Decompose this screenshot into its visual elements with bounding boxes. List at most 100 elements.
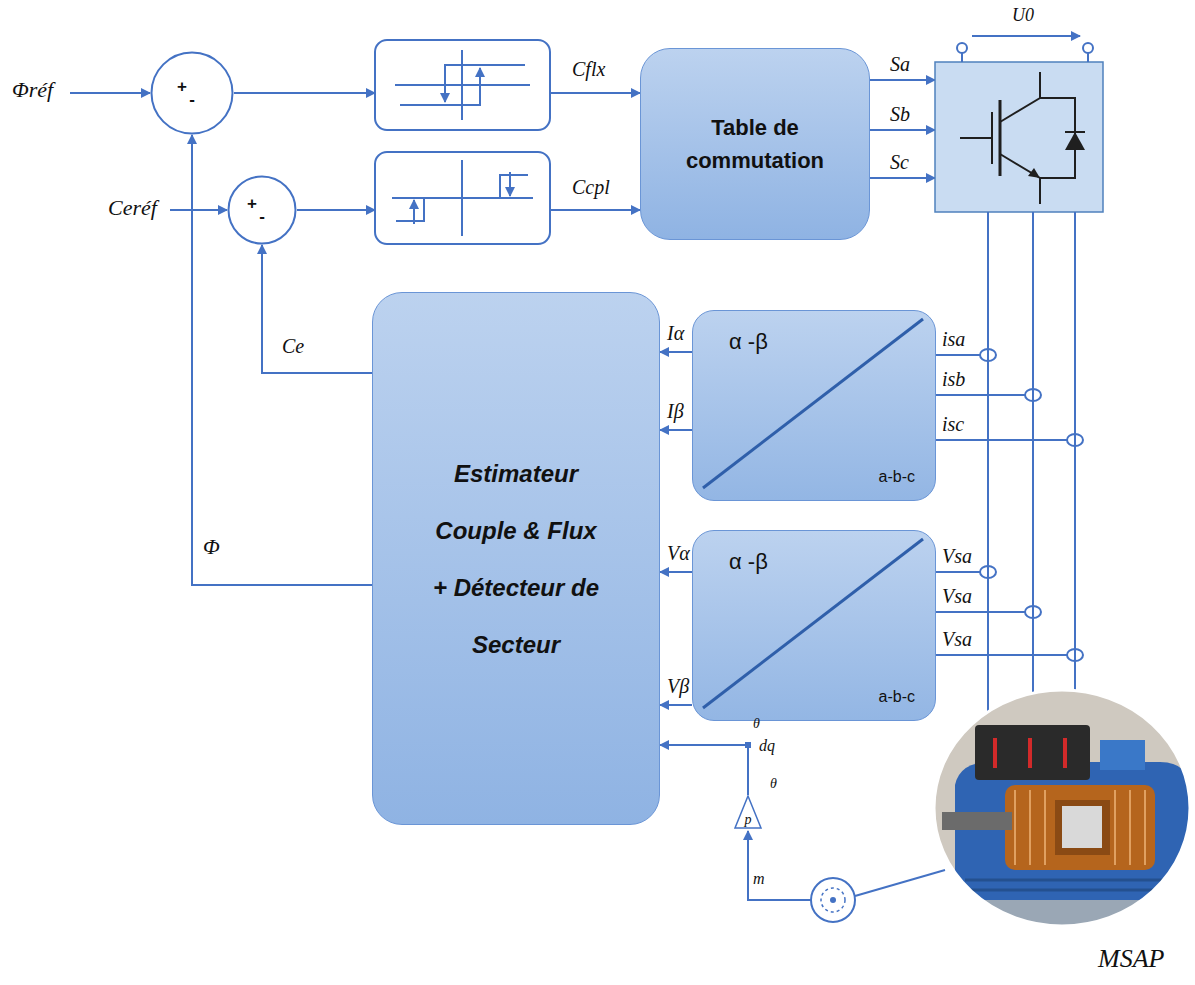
motor-illustration (1015, 790, 1145, 865)
signal-label: Vβ (667, 675, 689, 697)
motor-illustration (993, 738, 997, 768)
sensor-taps (930, 571, 980, 573)
inverter-block (1028, 168, 1040, 178)
input-wires (234, 92, 375, 94)
label-holder: isb (942, 368, 965, 390)
label-holder: dq (759, 737, 775, 755)
node-text: - (189, 91, 195, 108)
sensor-taps (930, 654, 1067, 656)
sensor-taps (1067, 649, 1083, 661)
encoder (811, 870, 945, 922)
inverter-block (991, 112, 993, 164)
label-holder: Vsa (942, 585, 972, 607)
signal-connector (660, 429, 692, 431)
motor-illustration (930, 685, 1195, 935)
motor-illustration (1063, 738, 1067, 768)
edge-label-holder: Φ (203, 535, 220, 559)
transform-block: α -β a-b-c (692, 530, 936, 721)
label-holder: θ (753, 716, 760, 731)
sensor-taps (1025, 606, 1041, 618)
switching-table: Table de commutation (640, 48, 870, 240)
signal-label: Iβ (667, 400, 684, 422)
inverter-block (1000, 154, 1040, 204)
dc-voltage-marker (957, 36, 1093, 62)
input-wires (870, 177, 935, 179)
encoder (830, 897, 836, 903)
dc-voltage-marker (1083, 43, 1093, 53)
label-holder: Vsa (942, 545, 972, 567)
label-holder: MSAP (1098, 945, 1164, 974)
node-text: + (177, 78, 187, 95)
sensor-taps (1025, 389, 1041, 401)
inverter-block (935, 62, 1103, 212)
position-wire (748, 831, 811, 900)
dc-voltage-marker (1087, 53, 1089, 62)
label-holder: Sc (890, 151, 909, 173)
dc-voltage-marker (972, 35, 1080, 37)
sensor-taps (930, 439, 1067, 441)
hysteresis-torque (509, 172, 511, 196)
sensor-taps (1067, 434, 1083, 446)
label-holder: Ceréf (108, 196, 157, 220)
label-holder: Cflx (572, 58, 605, 80)
signal-connector (192, 135, 372, 585)
signal-label: isc (942, 413, 964, 435)
signal-label: dq (759, 737, 775, 755)
signal-label: Ce (282, 335, 304, 357)
sensor-taps (930, 354, 980, 356)
node-text: α -β (729, 549, 768, 575)
input-wires (297, 209, 375, 211)
sensor-taps (930, 349, 1083, 661)
label-holder: θ (770, 776, 777, 791)
input-wires (170, 209, 227, 211)
motor-illustration (1014, 790, 1016, 865)
edge-label-holder: Ce (282, 335, 304, 357)
motor-illustration (965, 880, 1185, 890)
hysteresis-torque (413, 200, 415, 224)
label-holder: Sb (890, 103, 910, 125)
sensor-taps (980, 566, 996, 578)
motor-illustration (1129, 790, 1131, 865)
signal-label: Iα (667, 322, 684, 344)
sensor-taps (930, 611, 1025, 613)
inverter-block (960, 137, 992, 139)
input-wires (550, 92, 640, 94)
position-wire (748, 831, 811, 900)
signal-label: U0 (1012, 6, 1034, 26)
hysteresis-flux (375, 40, 550, 130)
node-text: - (259, 208, 265, 225)
inverter-block (1000, 72, 1040, 122)
motor-wires (988, 212, 1075, 740)
node-outline (229, 177, 296, 244)
label-holder: Sa (890, 53, 910, 75)
hysteresis-torque (375, 152, 550, 244)
motor-illustration (1055, 800, 1110, 855)
estimator-block: Estimateur Couple & Flux + Détecteur de … (372, 292, 660, 825)
node-text: a-b-c (879, 688, 915, 706)
motor-illustration (1100, 740, 1145, 770)
inverter-block (999, 100, 1002, 176)
motor-frame (934, 690, 1190, 926)
encoder (811, 878, 855, 922)
signal-label: Φ (203, 535, 220, 559)
hysteresis-torque (392, 160, 533, 236)
motor-illustration (1005, 785, 1155, 870)
motor-illustration (1044, 790, 1046, 865)
transform-diagonal (703, 539, 923, 708)
signal-connector (660, 351, 692, 353)
signal-label: θ (770, 776, 777, 791)
signal-label: Sc (890, 151, 909, 173)
signal-label: Sb (890, 103, 910, 125)
motor-illustration (930, 685, 1195, 935)
signal-connector (262, 245, 372, 373)
signal-label: isa (942, 328, 965, 350)
signal-connector (660, 745, 748, 795)
label-holder: isa (942, 328, 965, 350)
signal-label: Φréf (12, 78, 53, 102)
motor-wires (987, 212, 989, 740)
label-holder: Φréf (12, 78, 53, 102)
dc-voltage-marker (961, 53, 963, 62)
label-holder: Ccpl (572, 176, 610, 198)
dc-voltage-marker (957, 43, 967, 53)
signal-label: Ccpl (572, 176, 610, 198)
